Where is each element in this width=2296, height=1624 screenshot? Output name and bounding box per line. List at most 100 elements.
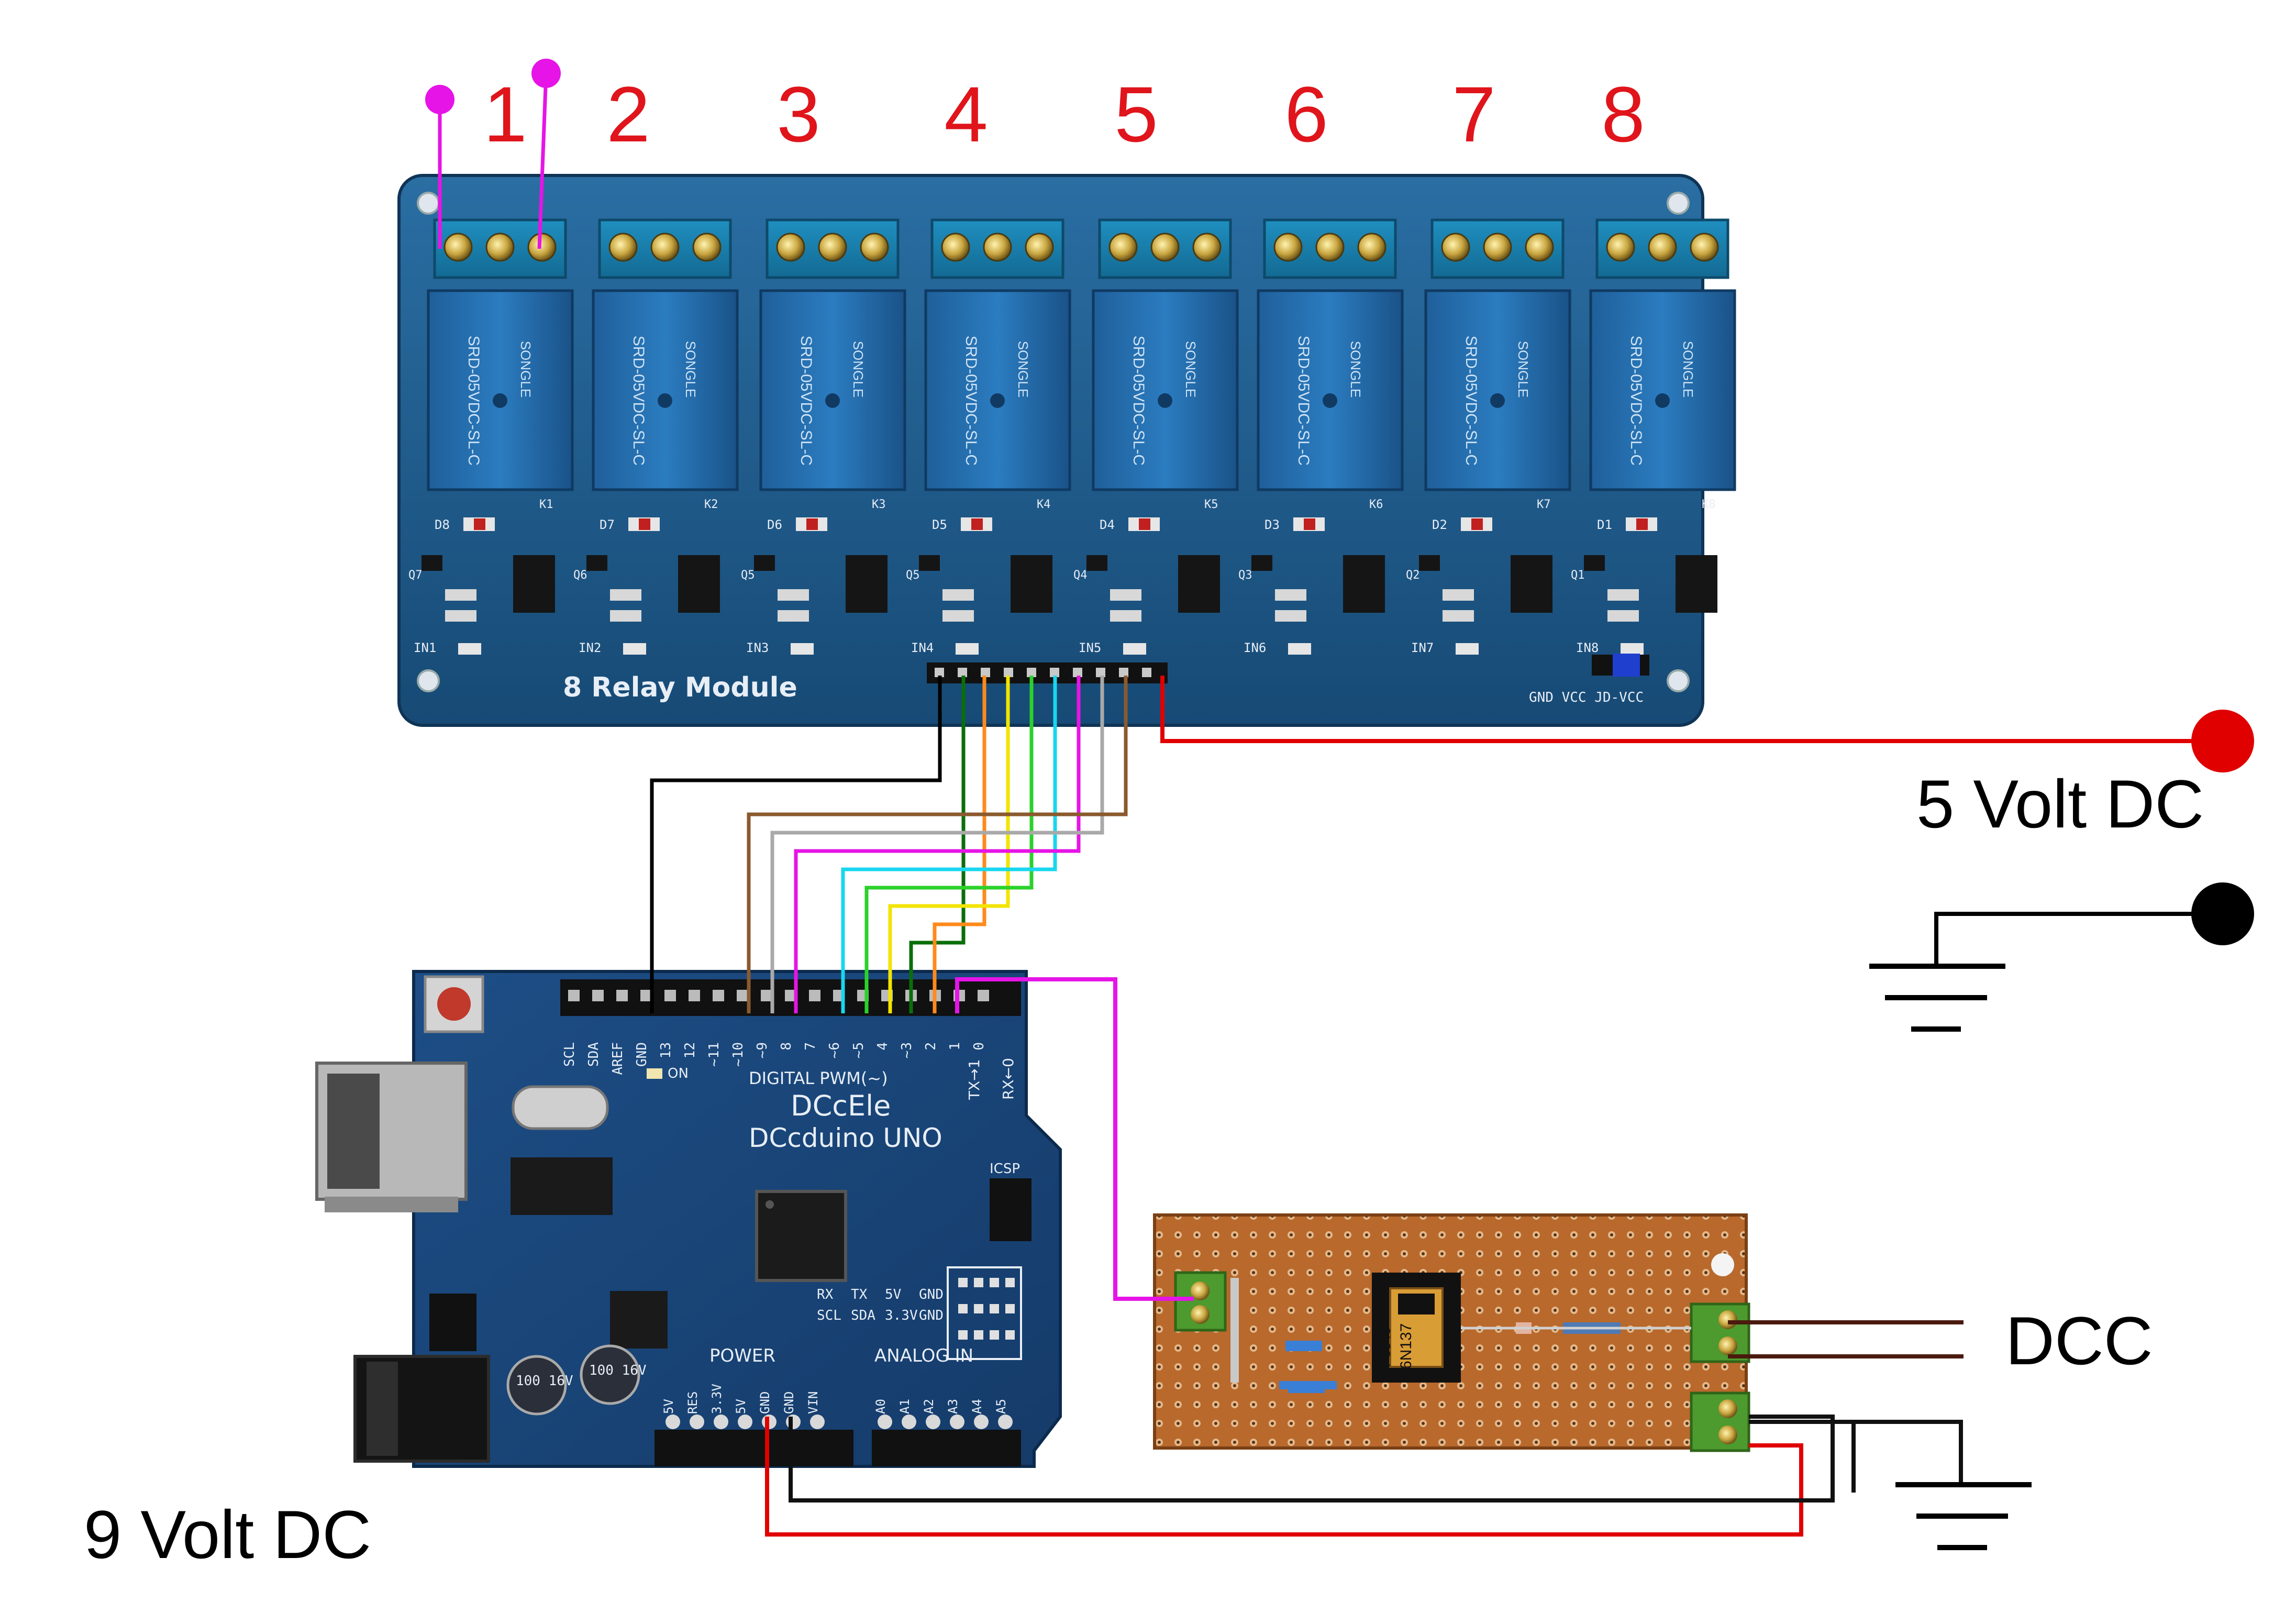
screw-4-2[interactable] (983, 233, 1012, 262)
power-pin-label-1: RES (685, 1391, 700, 1414)
relay-dot-2 (658, 393, 672, 408)
screw-3-3[interactable] (860, 233, 889, 262)
side-pin-1-2[interactable] (990, 1304, 999, 1313)
side-pin-0-2[interactable] (990, 1278, 999, 1287)
digital-pin-4[interactable] (664, 990, 676, 1001)
digital-pin-17[interactable] (978, 990, 989, 1001)
screw-8-3[interactable] (1690, 233, 1719, 262)
relay-marking-1: SRD-05VDC-SL-C (465, 336, 482, 466)
side-pin-1-0[interactable] (958, 1304, 968, 1313)
screw-6-1[interactable] (1273, 233, 1303, 262)
relay-label-5: K5 (1204, 498, 1218, 511)
ground-terminal[interactable] (2191, 882, 2254, 945)
relay-header-pin-10[interactable] (1142, 668, 1151, 677)
screw-2-1[interactable] (608, 233, 638, 262)
power-pin-0[interactable] (665, 1415, 680, 1429)
relay-header-pin-5[interactable] (1027, 668, 1036, 677)
pin-label-9: 8 (779, 1042, 794, 1051)
screw-2-3[interactable] (692, 233, 722, 262)
screw-5-2[interactable] (1150, 233, 1180, 262)
dcc-label: DCC (2005, 1302, 2153, 1379)
side-pin-1-1[interactable] (974, 1304, 983, 1313)
screw-7-3[interactable] (1525, 233, 1554, 262)
power-pin-3[interactable] (738, 1415, 752, 1429)
screw-6-3[interactable] (1357, 233, 1387, 262)
signal-wire-2 (909, 676, 966, 1013)
digital-pin-6[interactable] (713, 990, 724, 1001)
relay-header-pin-3[interactable] (981, 668, 990, 677)
relay-marking-8: SRD-05VDC-SL-C (1627, 336, 1645, 466)
marker-dot-2 (531, 59, 561, 88)
reset-button-cap[interactable] (437, 987, 471, 1021)
relay-header-pin-1[interactable] (935, 668, 944, 677)
five-volt-terminal[interactable] (2191, 710, 2254, 772)
screw-6-2[interactable] (1315, 233, 1345, 262)
screw-4-3[interactable] (1025, 233, 1054, 262)
side-header-label-7: GND (919, 1308, 944, 1323)
power-pin-5[interactable] (786, 1415, 801, 1429)
screw-3-2[interactable] (818, 233, 847, 262)
led-label-5: D4 (1100, 517, 1115, 532)
screw-1-1[interactable] (443, 233, 473, 262)
analog-pin-0[interactable] (878, 1415, 892, 1429)
screw-7-1[interactable] (1441, 233, 1470, 262)
relay-header-pin-8[interactable] (1096, 668, 1105, 677)
screw-1-3[interactable] (527, 233, 557, 262)
analog-pin-4[interactable] (974, 1415, 989, 1429)
side-pin-0-3[interactable] (1005, 1278, 1015, 1287)
digital-pin-1[interactable] (592, 990, 604, 1001)
power-pin-6[interactable] (810, 1415, 825, 1429)
screw-3-1[interactable] (776, 233, 805, 262)
jumper-cap[interactable] (1613, 654, 1640, 677)
relay-brand-1: SONGLE (518, 341, 534, 397)
analog-pin-2[interactable] (926, 1415, 940, 1429)
side-pin-2-1[interactable] (974, 1330, 983, 1340)
screw-5-3[interactable] (1192, 233, 1222, 262)
digital-pin-9[interactable] (785, 990, 796, 1001)
screw-1-2[interactable] (485, 233, 515, 262)
screw-8-2[interactable] (1648, 233, 1677, 262)
pin-label-6: ~11 (706, 1042, 722, 1067)
side-pin-1-3[interactable] (1005, 1304, 1015, 1313)
relay-header-pin-6[interactable] (1050, 668, 1059, 677)
screw-2-2[interactable] (650, 233, 680, 262)
screw-7-2[interactable] (1483, 233, 1512, 262)
screw-5-1[interactable] (1108, 233, 1138, 262)
power-out-terminal[interactable] (1690, 1391, 1750, 1452)
icsp-header[interactable] (990, 1178, 1031, 1241)
resistor-2-1 (610, 589, 641, 601)
digital-pin-7[interactable] (737, 990, 748, 1001)
screw-4-1[interactable] (941, 233, 970, 262)
digital-pin-5[interactable] (689, 990, 700, 1001)
power-pin-1[interactable] (690, 1415, 704, 1429)
digital-pin-2[interactable] (616, 990, 628, 1001)
digital-pin-0[interactable] (568, 990, 580, 1001)
digital-pwm-label: DIGITAL PWM(~) (749, 1068, 888, 1088)
relay-header-pin-2[interactable] (958, 668, 967, 677)
side-pin-0-1[interactable] (974, 1278, 983, 1287)
pin-label-12: ~5 (851, 1042, 867, 1058)
digital-pin-3[interactable] (640, 990, 652, 1001)
screw-8-1[interactable] (1606, 233, 1635, 262)
analog-pin-1[interactable] (902, 1415, 916, 1429)
transistor-label-8: Q1 (1571, 569, 1585, 582)
relay-header-pin-9[interactable] (1119, 668, 1128, 677)
relay-header-pin-4[interactable] (1004, 668, 1013, 677)
relay-header-pin-7[interactable] (1073, 668, 1082, 677)
dcc-track-terminal[interactable] (1690, 1302, 1750, 1363)
side-pin-2-0[interactable] (958, 1330, 968, 1340)
led-label-3: D6 (767, 517, 782, 532)
analog-pin-3[interactable] (950, 1415, 964, 1429)
side-pin-2-2[interactable] (990, 1330, 999, 1340)
digital-pin-10[interactable] (809, 990, 820, 1001)
transistor-label-7: Q2 (1406, 569, 1420, 582)
analog-header[interactable] (872, 1430, 1021, 1466)
power-header[interactable] (655, 1430, 853, 1466)
digital-pin-8[interactable] (761, 990, 772, 1001)
power-pin-2[interactable] (714, 1415, 728, 1429)
analog-pin-5[interactable] (998, 1415, 1013, 1429)
relay-marking-6: SRD-05VDC-SL-C (1295, 336, 1312, 466)
side-pin-0-0[interactable] (958, 1278, 968, 1287)
side-pin-2-3[interactable] (1005, 1330, 1015, 1340)
